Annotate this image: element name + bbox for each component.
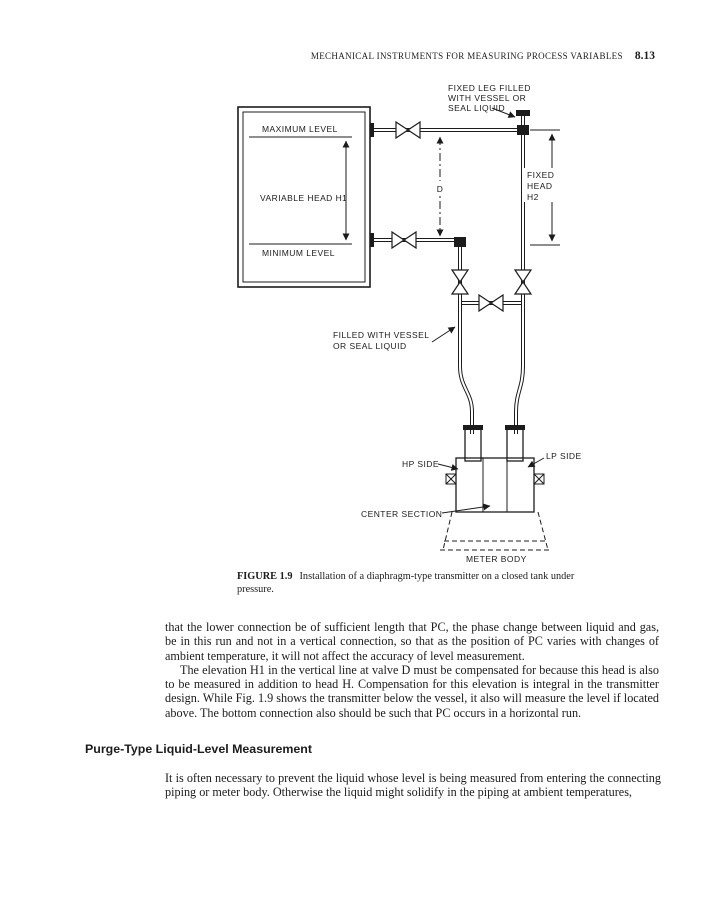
valve-lower-pipe	[391, 230, 417, 250]
section-heading: Purge-Type Liquid-Level Measurement	[85, 742, 312, 756]
dimension-d	[432, 136, 447, 237]
dimension-h2	[524, 129, 560, 246]
figure-caption-text: Installation of a diaphragm-type transmi…	[237, 571, 575, 596]
side-bolt-left	[445, 473, 457, 485]
running-head: MECHANICAL INSTRUMENTS FOR MEASURING PRO…	[311, 50, 655, 62]
piping	[372, 116, 525, 434]
label-fixed-leg-line1: FIXED LEG FILLED	[448, 83, 531, 93]
valves	[391, 120, 533, 313]
page-number: 8.13	[634, 50, 655, 62]
label-filled-line1: FILLED WITH VESSEL	[333, 330, 429, 340]
paragraph-2: The elevation H1 in the vertical line at…	[165, 662, 659, 720]
meter-body-bracket	[440, 511, 552, 551]
label-variable-head: VARIABLE HEAD H1	[260, 193, 347, 203]
valve-equalizer	[478, 293, 504, 313]
figure-caption-tag: FIGURE 1.9	[237, 571, 293, 582]
label-center-section: CENTER SECTION	[361, 509, 442, 519]
label-dimension-d: D	[437, 184, 444, 194]
leader-lines	[431, 107, 545, 514]
paragraph-3: It is often necessary to prevent the liq…	[165, 771, 661, 800]
side-bolt-right	[533, 473, 545, 485]
label-fixed-leg-line2: WITH VESSEL OR	[448, 93, 526, 103]
label-lp-side: LP SIDE	[546, 451, 582, 461]
label-fixed-head-line3: H2	[527, 192, 539, 202]
transmitter	[440, 425, 552, 551]
pipe-fittings	[370, 110, 530, 247]
label-maximum-level: MAXIMUM LEVEL	[262, 124, 338, 134]
figure-diagram: FIXED LEG FILLED WITH VESSEL OR SEAL LIQ…	[237, 83, 582, 564]
valve-top-pipe	[395, 120, 421, 140]
valve-left-leg	[450, 269, 470, 295]
label-filled-line2: OR SEAL LIQUID	[333, 341, 407, 351]
body-text-block-2: It is often necessary to prevent the liq…	[165, 771, 661, 800]
body-text-block: that the lower connection be of sufficie…	[165, 620, 659, 720]
label-hp-side: HP SIDE	[402, 459, 439, 469]
label-fixed-head-line1: FIXED	[527, 170, 554, 180]
label-fixed-head-line2: HEAD	[527, 181, 552, 191]
label-minimum-level: MINIMUM LEVEL	[262, 248, 335, 258]
label-meter-body: METER BODY	[466, 554, 527, 564]
valve-right-leg	[513, 269, 533, 295]
running-title: MECHANICAL INSTRUMENTS FOR MEASURING PRO…	[310, 51, 623, 61]
label-fixed-leg-line3: SEAL LIQUID	[448, 103, 505, 113]
tank	[237, 106, 371, 288]
paragraph-1: that the lower connection be of sufficie…	[165, 620, 659, 663]
